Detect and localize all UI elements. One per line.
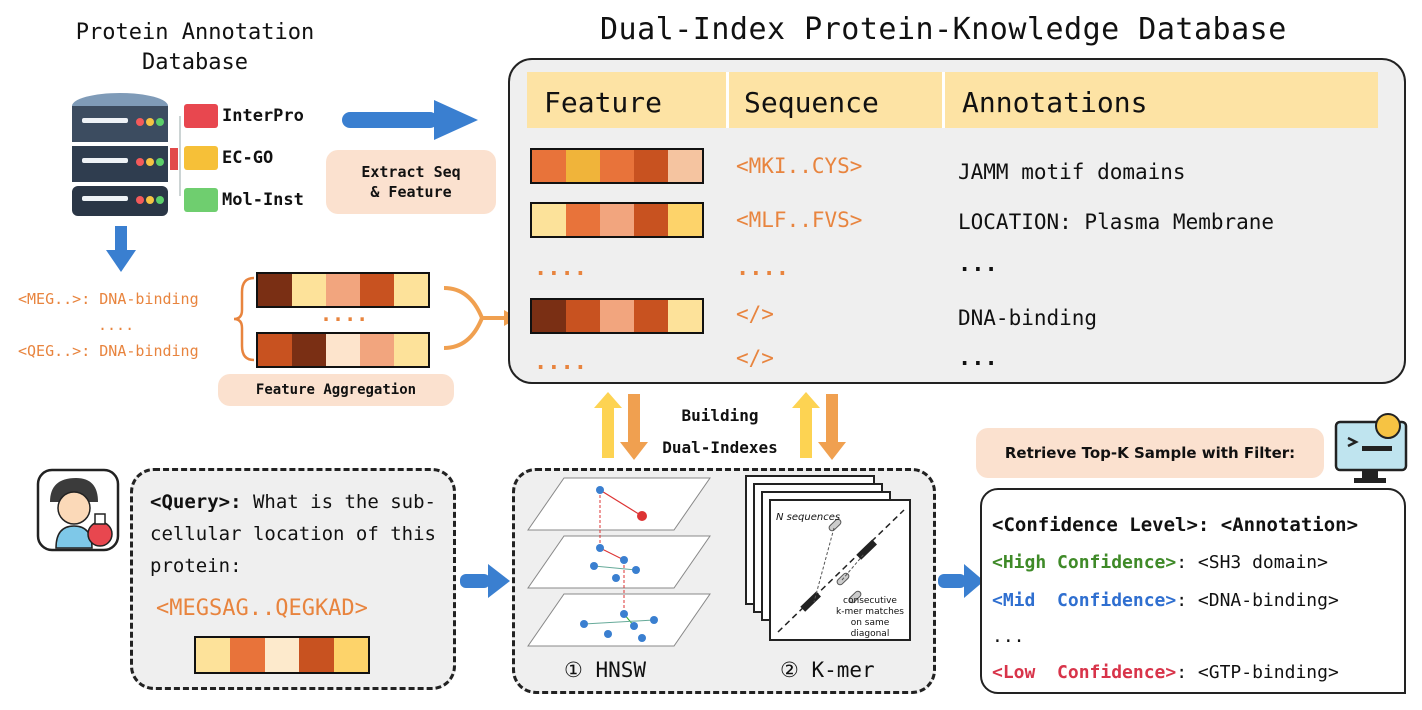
main-title: Dual-Index Protein-Knowledge Database	[600, 12, 1287, 47]
source-mol-inst: Mol-Inst	[222, 190, 304, 210]
result-mid: <Mid Confidence>: <DNA-binding>	[992, 590, 1339, 611]
header-annotations: Annotations	[962, 86, 1148, 119]
retrieve-pill: Retrieve Top-K Sample with Filter:	[976, 428, 1324, 478]
result-level: <Low Confidence>	[992, 662, 1177, 683]
dna-line-2: <QEG..>: DNA-binding	[18, 342, 199, 360]
query-feature-bar	[194, 636, 370, 674]
index-label-kmer: ② K-mer	[780, 658, 875, 682]
database-title: Protein Annotation Database	[75, 20, 315, 75]
left-brace-icon	[233, 276, 255, 362]
results-header: <Confidence Level>: <Annotation>	[992, 514, 1359, 536]
header-feature: Feature	[544, 86, 663, 119]
agg-feature-bar-1	[256, 272, 430, 308]
header-separator	[942, 72, 945, 128]
table-row-feature-bar	[530, 202, 704, 238]
header-separator	[726, 72, 729, 128]
result-annotation: : <GTP-binding>	[1176, 662, 1339, 683]
table-row-sequence: <MKI..CYS>	[736, 154, 863, 178]
ec-go-folder-icon	[184, 146, 218, 170]
hnsw-graph-icon	[527, 477, 711, 647]
kmer-alignment-icon	[745, 475, 911, 641]
agg-feature-bar-2	[256, 332, 430, 368]
arrow-right-icon	[938, 564, 984, 598]
extract-seq-pill: Extract Seq & Feature	[326, 150, 496, 214]
table-row-sequence: ....	[736, 256, 789, 281]
source-interpro: InterPro	[222, 106, 304, 126]
table-row-annotation: ...	[958, 346, 998, 371]
index-arrows-hnsw-icon	[594, 392, 648, 460]
table-row-annotation: JAMM motif domains	[958, 160, 1186, 184]
table-row-feature-bar	[530, 298, 704, 334]
header-sequence: Sequence	[744, 86, 879, 119]
scientist-icon	[36, 468, 120, 552]
interpro-folder-icon	[184, 104, 218, 128]
query-question: What is the sub-cellular location of thi…	[150, 491, 436, 577]
table-row-dots: ....	[534, 350, 587, 375]
database-icon	[72, 93, 168, 216]
table-row-feature-bar	[530, 148, 704, 184]
arrow-right-icon	[460, 564, 510, 598]
computer-monitor-icon	[1334, 413, 1408, 483]
index-arrows-kmer-icon	[792, 392, 846, 460]
result-high: <High Confidence>: <SH3 domain>	[992, 552, 1328, 573]
mol-inst-folder-icon	[184, 188, 218, 212]
result-low: <Low Confidence>: <GTP-binding>	[992, 662, 1339, 683]
source-connector	[170, 116, 181, 196]
feature-aggregation-pill: Feature Aggregation	[218, 374, 454, 406]
dna-line-1: <MEG..>: DNA-binding	[18, 290, 199, 308]
result-level: <High Confidence>	[992, 552, 1177, 573]
building-dual-indexes-label: Building Dual-Indexes	[662, 406, 778, 457]
agg-dots: ....	[320, 302, 369, 326]
query-text: <Query>: What is the sub-cellular locati…	[150, 486, 446, 582]
table-row-sequence: <MLF..FVS>	[736, 208, 863, 232]
table-row-dots: ....	[534, 256, 587, 281]
query-prefix: <Query>:	[150, 491, 242, 513]
table-row-annotation: DNA-binding	[958, 306, 1098, 330]
kmer-annotation: consecutive k-mer matches on same diagon…	[835, 596, 904, 639]
result-annotation: : <DNA-binding>	[1176, 590, 1339, 611]
query-sequence: <MEGSAG..QEGKAD>	[156, 596, 368, 621]
table-row-annotation: LOCATION: Plasma Membrane	[958, 210, 1275, 234]
arrow-down-icon	[106, 226, 136, 272]
table-row-annotation: ...	[958, 252, 998, 277]
index-label-hnsw: ① HNSW	[564, 658, 647, 682]
dna-line-dots: ....	[98, 316, 135, 334]
source-ec-go: EC-GO	[222, 148, 274, 168]
kmer-n-sequences: N sequences	[776, 512, 841, 523]
result-ellipsis: ...	[992, 626, 1025, 647]
result-level: <Mid Confidence>	[992, 590, 1177, 611]
results-box	[980, 488, 1406, 694]
arrow-right-icon	[342, 100, 478, 140]
table-row-sequence: </>	[736, 302, 774, 326]
result-annotation: : <SH3 domain>	[1176, 552, 1328, 573]
table-row-sequence: </>	[736, 346, 774, 370]
table-header	[527, 72, 1378, 128]
